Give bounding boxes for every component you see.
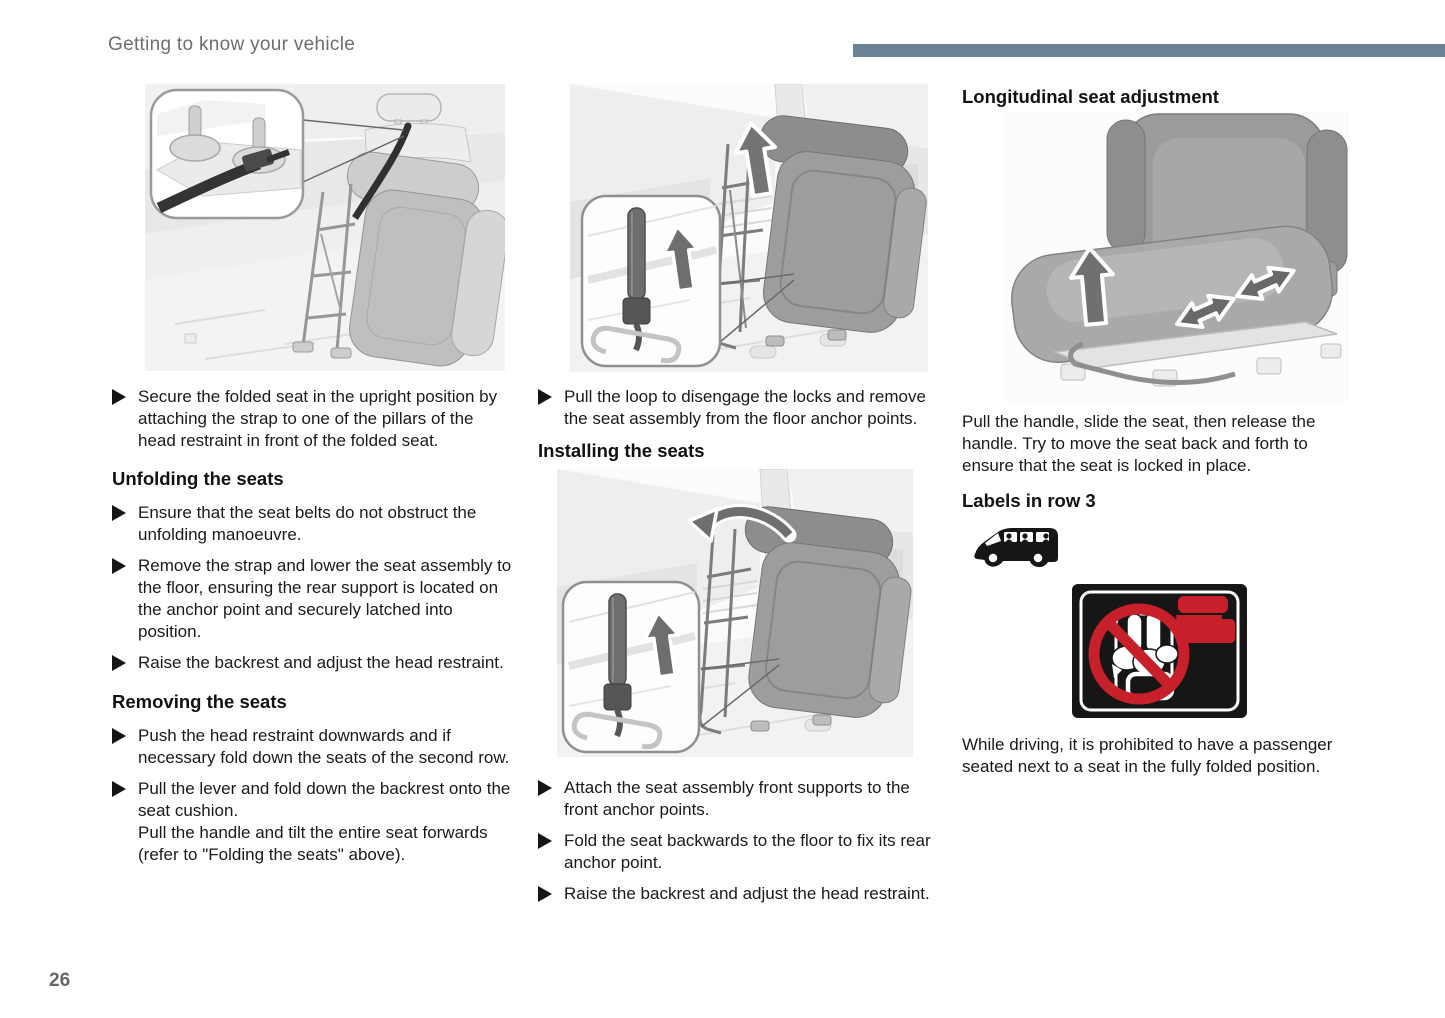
bullet-triangle-icon bbox=[112, 781, 126, 797]
column-3: Longitudinal seat adjustment bbox=[962, 84, 1358, 778]
inset-loop-detail bbox=[561, 580, 701, 754]
prohibition-circle-icon bbox=[1088, 603, 1190, 705]
heading-installing-the-seats: Installing the seats bbox=[538, 440, 705, 461]
instruction-item: Remove the strap and lower the seat asse… bbox=[112, 555, 514, 643]
bullet-triangle-icon bbox=[538, 833, 552, 849]
fold-backwards-arrow-icon bbox=[687, 504, 797, 543]
instruction-text: Remove the strap and lower the seat asse… bbox=[138, 556, 512, 641]
instruction-text: Attach the seat assembly front supports … bbox=[564, 778, 910, 819]
prohibition-label bbox=[1072, 584, 1247, 718]
bullet-triangle-icon bbox=[112, 728, 126, 744]
figure-folded-seat-strap bbox=[145, 84, 505, 371]
folded-seat-red-symbol bbox=[1176, 596, 1235, 643]
callout-lines bbox=[302, 119, 405, 183]
bullet-triangle-icon bbox=[112, 558, 126, 574]
folded-seat-assembly bbox=[713, 115, 927, 350]
page-number: 26 bbox=[49, 970, 71, 991]
slide-double-arrow-icon bbox=[1235, 265, 1296, 301]
rear-seat-headrest bbox=[364, 93, 472, 165]
bullet-triangle-icon bbox=[112, 505, 126, 521]
figure-seat-slide bbox=[1005, 112, 1350, 402]
bullet-triangle-icon bbox=[112, 389, 126, 405]
instruction-item: Secure the folded seat in the upright po… bbox=[112, 386, 514, 452]
heading-longitudinal-adjustment: Longitudinal seat adjustment bbox=[962, 86, 1219, 107]
instruction-item: Push the head restraint downwards and if… bbox=[112, 725, 514, 769]
folded-seat-assembly bbox=[698, 506, 912, 735]
instruction-text: Secure the folded seat in the upright po… bbox=[138, 387, 498, 450]
callout-lines bbox=[719, 273, 795, 343]
up-arrow-icon bbox=[1069, 246, 1115, 327]
up-arrow-icon bbox=[643, 610, 681, 679]
slide-double-arrow-icon bbox=[1175, 293, 1236, 329]
folded-seat bbox=[292, 151, 505, 367]
heading-removing-the-seats: Removing the seats bbox=[112, 691, 287, 712]
up-arrow-icon bbox=[733, 121, 778, 198]
instruction-item: Attach the seat assembly front supports … bbox=[538, 777, 940, 821]
instruction-item: Raise the backrest and adjust the head r… bbox=[112, 652, 514, 674]
passenger-heads bbox=[1005, 533, 1050, 542]
instruction-text: Ensure that the seat belts do not obstru… bbox=[138, 503, 477, 544]
longitudinal-adjustment-text: Pull the handle, slide the seat, then re… bbox=[962, 412, 1316, 475]
seated-passenger-symbol bbox=[1111, 611, 1179, 701]
bullet-triangle-icon bbox=[538, 780, 552, 796]
instruction-item: Raise the backrest and adjust the head r… bbox=[538, 883, 940, 905]
inset-strap-detail bbox=[149, 88, 305, 220]
instruction-text: Push the head restraint downwards and if… bbox=[138, 726, 510, 767]
figure-seat-installation bbox=[557, 469, 913, 757]
instruction-item: Fold the seat backwards to the floor to … bbox=[538, 830, 940, 874]
instruction-text: Pull the handle and tilt the entire seat… bbox=[138, 823, 488, 864]
up-arrow-icon bbox=[662, 224, 700, 293]
instruction-item: Pull the loop to disengage the locks and… bbox=[538, 386, 940, 430]
callout-lines bbox=[700, 658, 780, 728]
inset-loop-detail bbox=[580, 194, 722, 368]
heading-unfolding-the-seats: Unfolding the seats bbox=[112, 468, 284, 489]
column-2: Pull the loop to disengage the locks and… bbox=[538, 84, 940, 914]
heading-labels-row-3: Labels in row 3 bbox=[962, 490, 1096, 511]
securing-strap bbox=[352, 122, 412, 220]
minivan-icon bbox=[974, 528, 1058, 568]
prohibition-text: While driving, it is prohibited to have … bbox=[962, 735, 1333, 776]
instruction-text: Pull the lever and fold down the backres… bbox=[138, 779, 511, 820]
figure-seat-removal bbox=[570, 84, 928, 372]
instruction-text: Raise the backrest and adjust the head r… bbox=[564, 884, 930, 903]
header-accent-bar bbox=[853, 44, 1445, 57]
instruction-item: Pull the lever and fold down the backres… bbox=[112, 778, 514, 866]
bullet-triangle-icon bbox=[112, 655, 126, 671]
bullet-triangle-icon bbox=[538, 886, 552, 902]
bullet-triangle-icon bbox=[538, 389, 552, 405]
page-header: Getting to know your vehicle bbox=[108, 34, 356, 55]
instruction-text: Raise the backrest and adjust the head r… bbox=[138, 653, 504, 672]
column-1: Secure the folded seat in the upright po… bbox=[112, 84, 514, 875]
instruction-item: Ensure that the seat belts do not obstru… bbox=[112, 502, 514, 546]
instruction-text: Pull the loop to disengage the locks and… bbox=[564, 387, 926, 428]
seat-handle-bar bbox=[1068, 341, 1236, 386]
instruction-text: Fold the seat backwards to the floor to … bbox=[564, 831, 931, 872]
